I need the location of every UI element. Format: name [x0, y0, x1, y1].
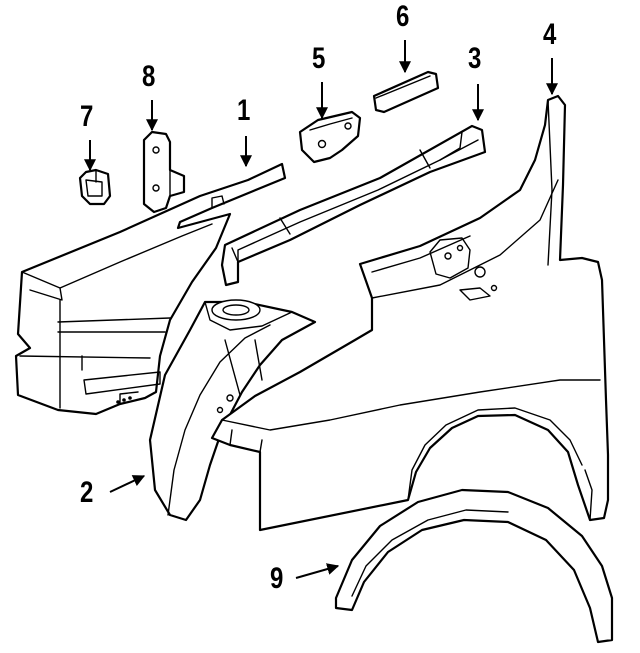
callout-7: 7: [80, 100, 94, 133]
callout-9: 9: [270, 562, 284, 595]
part-4-fender: [210, 94, 610, 532]
callout-3: 3: [468, 42, 482, 75]
part-8-bracket-plate: [142, 130, 186, 214]
callout-8: 8: [142, 60, 156, 93]
callout-1: 1: [237, 94, 251, 127]
part-9-wheel-molding: [334, 488, 614, 644]
callout-5: 5: [312, 42, 326, 75]
part-5-bracket: [298, 110, 362, 164]
part-3-upper-rail: [220, 124, 487, 287]
part-1-apron-panel: [14, 162, 287, 416]
part-2-wheel-housing: [148, 299, 317, 522]
callout-2: 2: [80, 476, 94, 509]
part-6-pad: [372, 70, 440, 114]
callout-6: 6: [396, 0, 410, 33]
callout-4: 4: [543, 18, 557, 51]
part-7-clip: [78, 168, 112, 206]
leader-lines: [84, 40, 558, 579]
